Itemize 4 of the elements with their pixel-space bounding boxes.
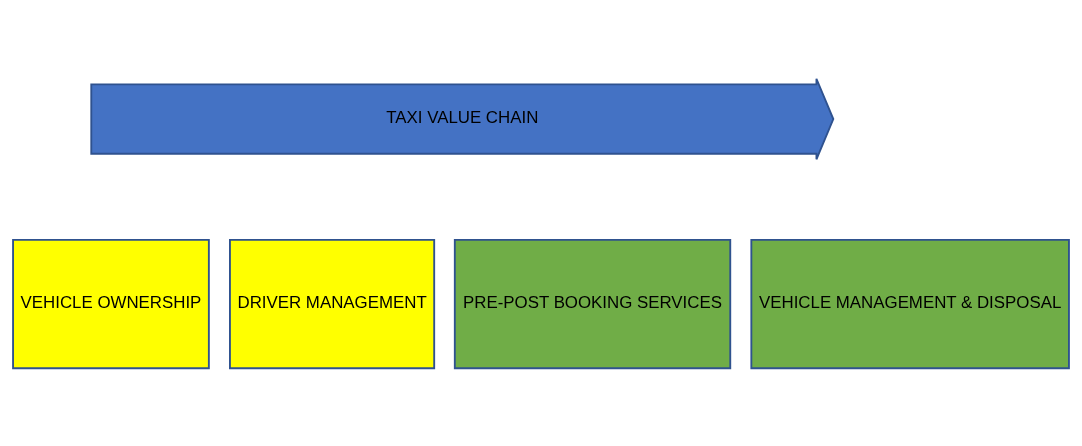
node-box: VEHICLE MANAGEMENT & DISPOSAL <box>750 238 1070 369</box>
node-box: VEHICLE OWNERSHIP <box>12 238 210 369</box>
node-box: DRIVER MANAGEMENT <box>229 238 436 369</box>
node-box: PRE-POST BOOKING SERVICES <box>453 238 732 369</box>
